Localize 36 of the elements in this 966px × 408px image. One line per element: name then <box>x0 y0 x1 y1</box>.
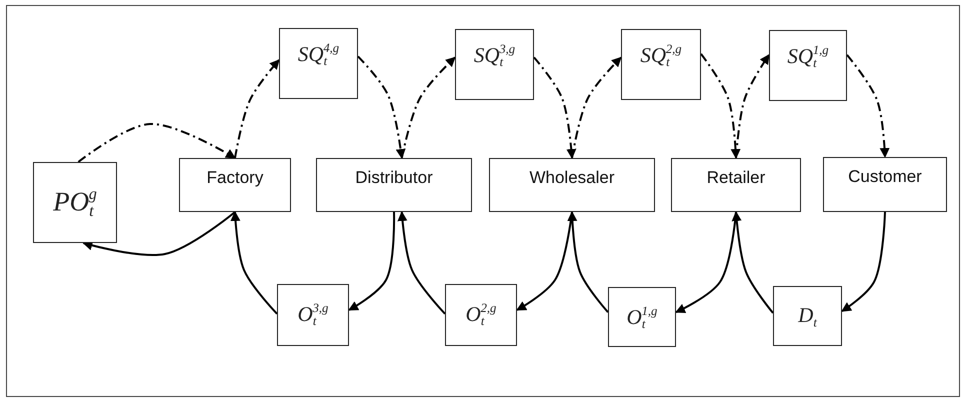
arrow <box>732 211 774 314</box>
variable-box <box>445 284 517 346</box>
variable-box <box>769 30 847 101</box>
node-label: Customer <box>848 167 922 188</box>
arrow <box>700 53 741 159</box>
arrow <box>400 56 456 158</box>
process-box <box>316 158 472 212</box>
process-box <box>489 158 655 212</box>
variable-box <box>277 284 349 346</box>
node-label: Wholesaler <box>529 168 615 189</box>
variable-box <box>608 287 676 347</box>
arrow <box>567 211 609 313</box>
process-box <box>671 158 801 212</box>
arrow <box>234 59 280 158</box>
process-box <box>823 157 947 212</box>
variable-box <box>455 29 534 100</box>
node-label: Distributor <box>355 168 433 189</box>
variable-box <box>773 286 842 346</box>
arrow <box>846 54 890 158</box>
arrow <box>735 54 770 158</box>
variable-label: D$_{t}$ <box>798 303 817 330</box>
variable-box <box>279 28 358 99</box>
process-box <box>179 158 291 212</box>
node-label: Retailer <box>706 168 766 189</box>
variable-box <box>621 29 701 100</box>
arrow <box>533 56 576 159</box>
arrow <box>397 211 446 314</box>
arrow <box>78 123 236 163</box>
node-label: Factory <box>206 168 264 189</box>
variable-box <box>33 162 117 243</box>
arrow <box>841 212 886 312</box>
arrow <box>357 56 406 159</box>
arrow <box>571 56 622 158</box>
arrow <box>82 211 236 256</box>
arrow <box>348 212 396 311</box>
arrow <box>230 211 278 314</box>
